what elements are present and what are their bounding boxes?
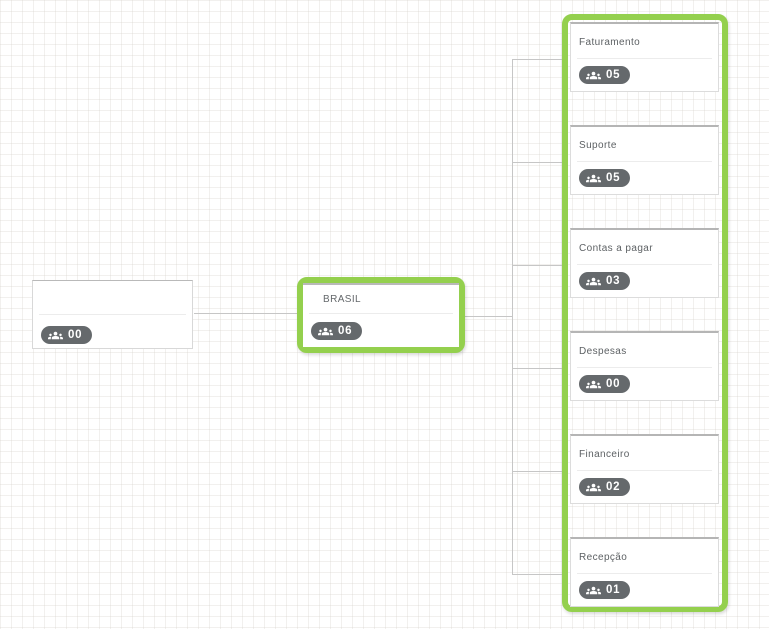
- members-count-value: 01: [606, 584, 621, 596]
- members-count-badge[interactable]: 05: [579, 66, 631, 84]
- node-separator: [577, 58, 712, 59]
- node-separator: [577, 367, 712, 368]
- node-title: Financeiro: [579, 448, 630, 460]
- node-root-title: [33, 281, 192, 314]
- node-brasil-selected[interactable]: BRASIL 06: [297, 277, 465, 353]
- members-count-badge[interactable]: 03: [579, 272, 631, 290]
- members-count-value: 05: [606, 172, 621, 184]
- connector-root-to-brasil: [194, 313, 297, 314]
- node-separator: [577, 264, 712, 265]
- members-count-badge[interactable]: 00: [579, 375, 631, 393]
- node-recepcao[interactable]: Recepção 01: [570, 537, 719, 607]
- members-count-value: 03: [606, 275, 621, 287]
- people-group-icon: [586, 70, 601, 81]
- people-group-icon: [586, 173, 601, 184]
- members-count-badge[interactable]: 01: [579, 581, 631, 599]
- node-title: Faturamento: [579, 36, 641, 48]
- members-count-value: 00: [68, 329, 83, 341]
- node-separator: [577, 573, 712, 574]
- node-despesas[interactable]: Despesas 00: [570, 331, 719, 401]
- members-count-badge[interactable]: 06: [311, 322, 363, 340]
- connector-branch-faturamento: [513, 59, 563, 60]
- node-title: Suporte: [579, 139, 617, 151]
- node-contas-a-pagar[interactable]: Contas a pagar 03: [570, 228, 719, 298]
- members-count-value: 00: [606, 378, 621, 390]
- node-separator: [39, 314, 186, 315]
- connector-branch-contas-a-pagar: [513, 265, 563, 266]
- people-group-icon: [318, 326, 333, 337]
- people-group-icon: [586, 482, 601, 493]
- node-separator: [309, 313, 453, 314]
- node-title: Despesas: [579, 345, 627, 357]
- people-group-icon: [586, 585, 601, 596]
- node-separator: [577, 161, 712, 162]
- children-group-highlight: [562, 14, 728, 612]
- connector-brasil-to-spine: [465, 316, 513, 317]
- connector-spine: [512, 59, 513, 575]
- members-count-value: 05: [606, 69, 621, 81]
- members-count-badge[interactable]: 00: [41, 326, 93, 344]
- people-group-icon: [48, 330, 63, 341]
- node-suporte[interactable]: Suporte 05: [570, 125, 719, 195]
- node-faturamento[interactable]: Faturamento 05: [570, 22, 719, 92]
- connector-branch-recepcao: [513, 574, 563, 575]
- people-group-icon: [586, 276, 601, 287]
- members-count-badge[interactable]: 02: [579, 478, 631, 496]
- node-title: Recepção: [579, 551, 628, 563]
- members-count-value: 02: [606, 481, 621, 493]
- node-root[interactable]: 00: [32, 280, 193, 349]
- connector-branch-suporte: [513, 162, 563, 163]
- node-brasil-title: BRASIL: [323, 293, 361, 305]
- people-group-icon: [586, 379, 601, 390]
- connector-branch-despesas: [513, 368, 563, 369]
- node-financeiro[interactable]: Financeiro 02: [570, 434, 719, 504]
- members-count-badge[interactable]: 05: [579, 169, 631, 187]
- connector-branch-financeiro: [513, 471, 563, 472]
- node-title: Contas a pagar: [579, 242, 653, 254]
- members-count-value: 06: [338, 325, 353, 337]
- node-separator: [577, 470, 712, 471]
